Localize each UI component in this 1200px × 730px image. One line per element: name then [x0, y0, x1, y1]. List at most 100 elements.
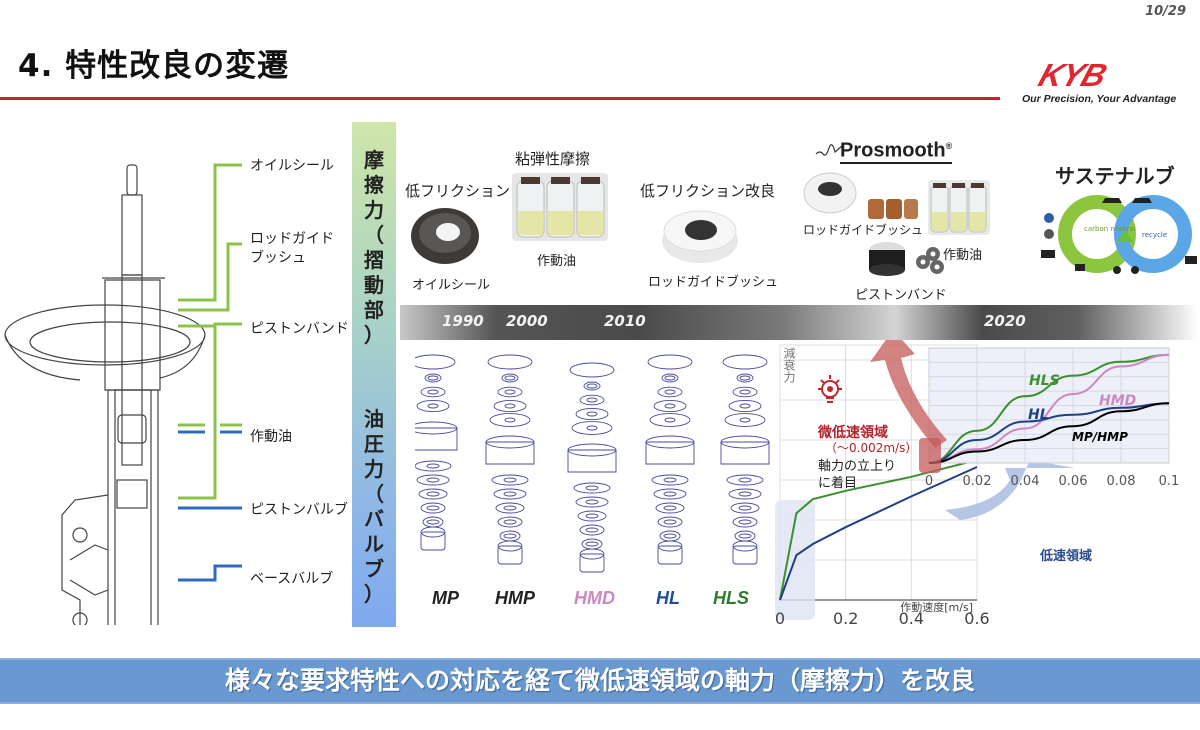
low-speed-label: 低速領域 [1040, 549, 1093, 564]
kyb-tagline: Our Precision, Your Advantage [1022, 93, 1177, 105]
label-rod-guide-bush-1: ロッドガイド [250, 231, 334, 247]
hydraulic-band-label: 油 圧 力 （ バ ル ブ ） [352, 407, 396, 607]
valve-hmd: HMD [574, 588, 615, 608]
registered-mark: ® [945, 141, 953, 151]
valve-hls: HLS [713, 588, 749, 608]
valve-stack [645, 354, 695, 565]
x-tick-inset: 0.04 [1011, 474, 1040, 489]
valve-stacks [415, 354, 770, 573]
caption-rod-guide-bush: ロッドガイドブッシュ [648, 275, 779, 290]
page-number: 10/29 [1145, 4, 1186, 19]
x-tick-inset: 0.06 [1059, 474, 1088, 489]
year-2010: 2010 [604, 312, 646, 330]
band-char: 摺 [364, 248, 384, 272]
x-tick-outer: 0.2 [833, 609, 858, 628]
series-label-mp-hmp: MP/HMP [1072, 430, 1128, 444]
valve-hmp: HMP [495, 588, 535, 608]
x-tick-inset: 0.08 [1107, 474, 1136, 489]
caption-low-friction: 低フリクション [405, 182, 511, 200]
friction-band-label: 摩 擦 力 （ 摺 動 部 ） [352, 148, 396, 348]
band-char: 摩 [364, 148, 384, 172]
callout-line1: 軸力の立上り [818, 459, 897, 474]
caption-viscoelastic: 粘弾性摩擦 [515, 150, 591, 168]
rod-guide-bush-image [662, 210, 738, 263]
kyb-logo: KYB [1034, 57, 1111, 93]
prosmooth-text: Prosmooth [840, 139, 946, 162]
recycle-text: recycle [1142, 231, 1167, 239]
x-axis-label: 作動速度[m/s] [900, 600, 973, 614]
piston-band-image [869, 242, 944, 276]
inset-series-hl [928, 402, 1170, 464]
carbon-text: carbon neutral [1084, 225, 1135, 233]
shock-absorber-diagram [4, 163, 242, 625]
summary-text: 様々な要求特性への対応を経て微低速領域の軸力（摩擦力）を改良 [224, 666, 975, 695]
valve-stack [720, 354, 770, 565]
band-char: ブ [364, 557, 384, 581]
valve-names: MP HMP HMD HL HLS [405, 588, 770, 614]
label-oil-seal: オイルシール [250, 158, 334, 174]
category-band: 摩 擦 力 （ 摺 動 部 ） 油 圧 力 （ バ ル ブ ） [352, 122, 396, 627]
micro-speed-highlight [919, 438, 941, 473]
caption-ps-rod-guide-bush: ロッドガイドブッシュ [803, 223, 924, 237]
series-label-hls: HLS [1029, 373, 1060, 389]
caption-ps-working-oil: 作動油 [943, 248, 983, 263]
x-tick-inset: 0.02 [963, 474, 992, 489]
band-char: 力 [364, 198, 384, 222]
sustainability-cycle-diagram: carbon neutral recycle [1041, 195, 1197, 274]
lightbulb-gear-icon [818, 375, 842, 403]
caption-working-oil: 作動油 [537, 254, 577, 269]
series-label-hl: HL [1028, 407, 1049, 423]
inset-series-mp-hmp [928, 402, 1170, 464]
callout-title: 微低速領域 [818, 425, 888, 441]
valve-hl: HL [656, 588, 680, 608]
oil-bottles-image [512, 173, 608, 241]
band-char: 圧 [364, 432, 384, 456]
caption-oil-seal: オイルシール [412, 278, 491, 293]
series-line-hl-mp [779, 466, 978, 601]
prosmooth-oil-image [928, 180, 990, 235]
year-2020: 2020 [984, 312, 1026, 330]
callout-range: （～0.002m/s） [825, 441, 918, 455]
focus-arrow [870, 340, 947, 448]
prosmooth-wave-icon [815, 144, 843, 156]
band-char: バ [364, 507, 384, 531]
title-divider [0, 97, 1000, 100]
summary-banner: 様々な要求特性への対応を経て微低速領域の軸力（摩擦力）を改良 [0, 658, 1200, 704]
band-char: 擦 [364, 173, 384, 197]
band-char: ） [364, 323, 384, 347]
x-tick-outer: 0.4 [899, 609, 924, 628]
band-char: 動 [364, 273, 384, 297]
band-char: 力 [364, 457, 384, 481]
timeline-bar: 1990 2000 2010 2020 [400, 305, 1198, 340]
oil-seal-image [411, 208, 479, 264]
band-char: （ [364, 482, 384, 506]
year-1990: 1990 [442, 312, 484, 330]
band-char: ル [364, 532, 384, 556]
x-tick-inset: 0.1 [1159, 474, 1180, 489]
prosmooth-logo: Prosmooth® [840, 135, 953, 164]
band-char: 油 [364, 407, 384, 431]
band-char: 部 [364, 298, 384, 322]
valve-stack [485, 354, 535, 565]
low-speed-arrow [945, 460, 1075, 520]
label-base-valve: ベースバルブ [250, 571, 334, 587]
label-piston-band: ピストンバンド [250, 321, 349, 337]
x-tick-outer: 0 [775, 609, 785, 628]
series-label-hmd: HMD [1099, 393, 1136, 409]
series-line-hls-hmd [779, 459, 978, 601]
inset-series-hmd [928, 353, 1170, 464]
caption-ps-piston-band: ピストンバンド [855, 288, 947, 303]
caption-low-friction-improved: 低フリクション改良 [640, 182, 776, 200]
sustenalub-logo: サステナルブ [1055, 164, 1175, 188]
x-tick-inset: 0 [925, 474, 933, 489]
band-char: ） [364, 582, 384, 606]
inset-series-hls [928, 353, 1170, 464]
label-rod-guide-bush-2: ブッシュ [250, 250, 306, 266]
valve-stack [567, 362, 617, 573]
page-title: 4. 特性改良の変遷 [18, 48, 290, 84]
y-axis-label: 減衰力 [782, 347, 796, 383]
prosmooth-bush-image [803, 172, 918, 219]
year-2000: 2000 [506, 312, 548, 330]
label-working-oil: 作動油 [250, 429, 292, 445]
